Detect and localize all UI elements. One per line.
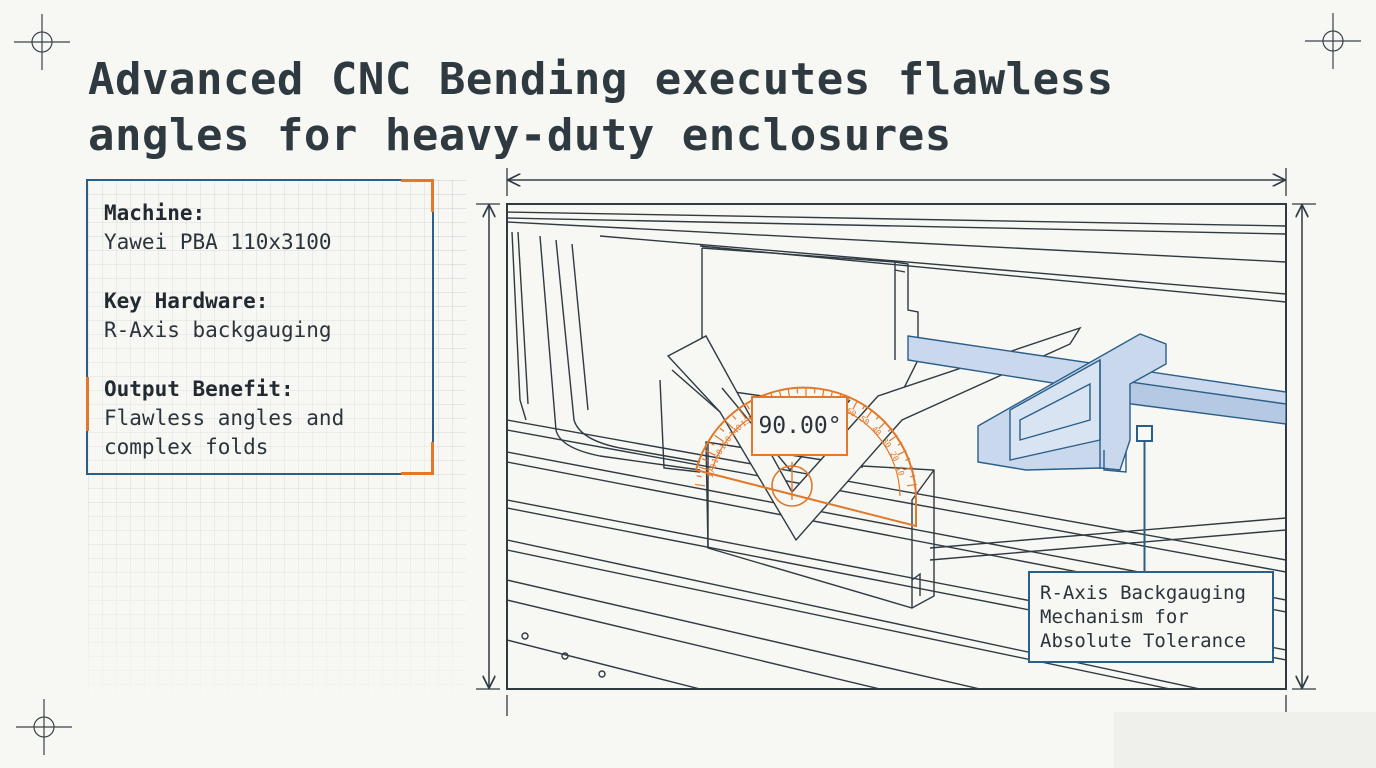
corner-accent: [401, 179, 434, 212]
angle-readout-box: [751, 396, 848, 456]
spec-label: Key Hardware:: [104, 289, 269, 313]
protractor-tick: [725, 421, 734, 430]
spec-list: Machine: Yawei PBA 110x3100 Key Hardware…: [104, 199, 424, 492]
protractor-tick: [903, 466, 914, 471]
protractor-tick: [906, 483, 917, 487]
spec-label: Output Benefit:: [104, 377, 294, 401]
protractor-tick: [698, 466, 709, 471]
protractor-tick: [897, 442, 903, 446]
spec-panel: Machine: Yawei PBA 110x3100 Key Hardware…: [86, 179, 434, 475]
corner-fade: [1114, 712, 1376, 768]
protractor-tick-label: 10: [894, 465, 905, 477]
protractor-tick-label: 60: [845, 406, 858, 419]
spec-hardware: Key Hardware: R-Axis backgauging: [104, 287, 424, 345]
protractor-tick: [830, 391, 834, 397]
protractor-tick: [905, 458, 911, 462]
r-axis-backgauge: [907, 333, 1286, 473]
protractor-tick: [878, 421, 887, 430]
protractor-tick: [695, 483, 706, 487]
protractor-tick: [705, 449, 715, 456]
protractor-tick: [887, 427, 893, 432]
protractor-tick: [862, 404, 866, 410]
protractor-tick: [738, 409, 746, 419]
spec-benefit: Output Benefit: Flawless angles and comp…: [104, 375, 424, 462]
protractor-tick: [746, 404, 750, 410]
spec-value: Yawei PBA 110x3100: [104, 230, 332, 254]
spec-value: Flawless angles and complex folds: [104, 406, 345, 459]
angle-readout: 90.00°: [758, 413, 841, 439]
diagram-frame: [506, 203, 1287, 690]
registration-crosshair-icon: [14, 14, 70, 70]
protractor-tick-label: 20: [888, 450, 900, 463]
protractor-tick: [910, 475, 916, 478]
spec-machine: Machine: Yawei PBA 110x3100: [104, 199, 424, 257]
protractor-tick: [714, 434, 724, 442]
protractor-tick: [875, 415, 880, 420]
callout-leader: [1136, 425, 1153, 571]
registration-crosshair-icon: [1305, 13, 1361, 69]
callout-line: Absolute Tolerance: [1040, 630, 1246, 652]
callout-line: R-Axis Backgauging: [1040, 582, 1246, 604]
protractor-tick-label: 170: [705, 463, 718, 480]
registration-crosshair-icon: [16, 699, 72, 755]
protractor-tick: [732, 415, 737, 420]
spec-value: R-Axis backgauging: [104, 318, 332, 342]
press-brake-diagram: 1701601501401301201101009080706050403020…: [476, 168, 1316, 716]
dimension-lines: [476, 168, 1316, 716]
page-title: Advanced CNC Bending executes flawless a…: [88, 54, 1114, 161]
protractor-tick: [709, 442, 715, 446]
protractor-tick: [897, 449, 907, 456]
grid-background: [88, 180, 466, 692]
protractor-tick: [719, 427, 725, 432]
corner-accent: [86, 377, 91, 431]
protractor-tick: [852, 400, 858, 410]
callout-line: Mechanism for: [1040, 606, 1189, 628]
protractor-tick: [866, 409, 874, 419]
protractor-tick: [888, 434, 898, 442]
backgauge-callout: R-Axis Backgauging Mechanism for Absolut…: [1028, 571, 1274, 663]
protractor-tick: [778, 391, 782, 397]
spec-label: Machine:: [104, 201, 206, 225]
protractor-tick: [701, 458, 707, 462]
protractor-tick: [696, 475, 702, 478]
corner-accent: [401, 442, 434, 475]
